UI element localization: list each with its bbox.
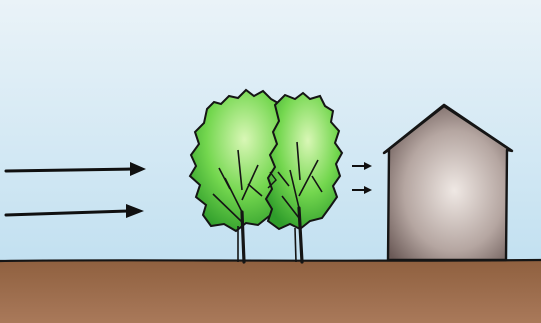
ground <box>0 260 541 323</box>
